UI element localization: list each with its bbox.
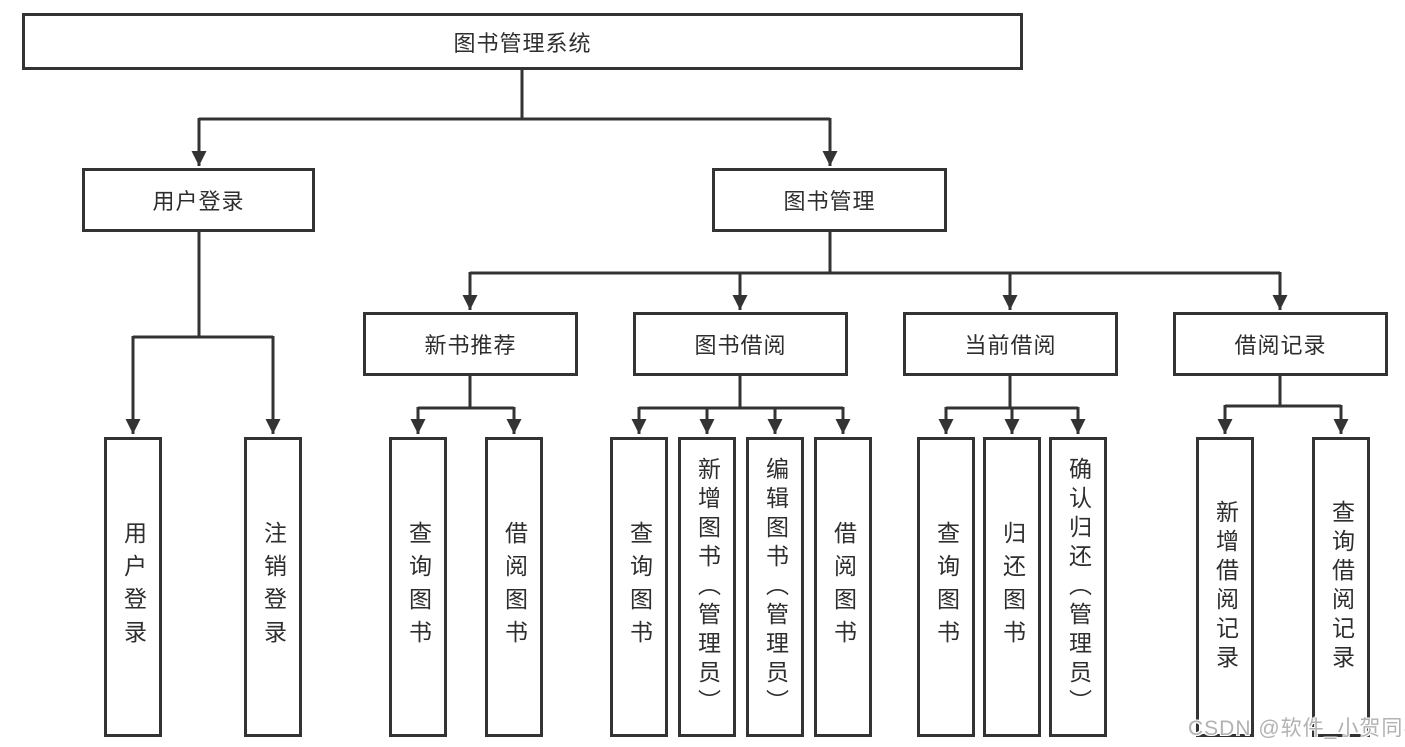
node-book-borrow: 图书借阅 — [633, 312, 848, 376]
csdn-watermark: CSDN @软件_小贺同学 — [1188, 717, 1405, 740]
leaf-recommend-borrow-book: 借阅图书 — [485, 437, 543, 737]
leaf-borrow-borrow-book: 借阅图书 — [814, 437, 872, 737]
node-new-book-recommend: 新书推荐 — [363, 312, 578, 376]
node-book-management: 图书管理 — [712, 168, 947, 232]
leaf-borrow-query-book: 查询图书 — [610, 437, 668, 737]
leaf-current-return-book: 归还图书 — [983, 437, 1041, 737]
leaf-record-query-record: 查询借阅记录 — [1312, 437, 1370, 737]
node-root: 图书管理系统 — [22, 13, 1023, 70]
node-borrow-record: 借阅记录 — [1173, 312, 1388, 376]
leaf-record-add-record: 新增借阅记录 — [1196, 437, 1254, 737]
leaf-current-confirm-return-admin: 确认归还（管理员） — [1049, 437, 1107, 737]
leaf-current-query-book: 查询图书 — [917, 437, 975, 737]
leaf-borrow-add-book-admin: 新增图书（管理员） — [678, 437, 736, 737]
leaf-logout-login: 注销登录 — [244, 437, 302, 737]
leaf-recommend-query-book: 查询图书 — [389, 437, 447, 737]
leaf-borrow-edit-book-admin: 编辑图书（管理员） — [746, 437, 804, 737]
node-current-borrow: 当前借阅 — [903, 312, 1118, 376]
leaf-user-login: 用户登录 — [104, 437, 162, 737]
node-user-login: 用户登录 — [82, 168, 315, 232]
